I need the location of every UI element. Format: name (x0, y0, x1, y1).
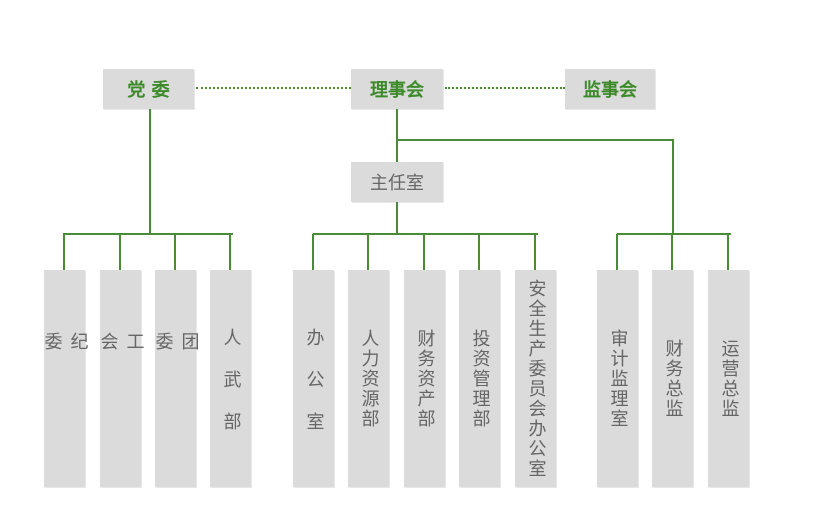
connector-line (478, 234, 480, 270)
oversight-unit-label: 财务总监 (662, 338, 684, 419)
connector-line (367, 234, 369, 270)
connector-line (119, 234, 121, 270)
party-unit-label: 团委 (152, 332, 200, 412)
dotted-connector (196, 87, 351, 89)
board-box: 理事会 (351, 69, 443, 109)
party-unit-box: 团委 (153, 270, 200, 487)
connector-line (312, 234, 314, 270)
oversight-unit-box: 审计监理室 (597, 270, 638, 487)
connector-line (423, 234, 425, 270)
oversight-unit-box: 运营总监 (708, 270, 749, 487)
party-committee-box: 党 委 (103, 69, 194, 109)
connector-line (63, 233, 233, 235)
office-unit-label: 人力资源部 (358, 328, 380, 429)
party-unit-label: 工会 (97, 332, 145, 412)
office-unit-label: 投资管理部 (469, 328, 491, 429)
connector-line (727, 234, 729, 270)
director-office-box: 主任室 (351, 162, 443, 202)
office-unit-label: 办公室 (303, 327, 325, 454)
connector-line (534, 234, 536, 270)
connector-line (616, 234, 618, 270)
supervisory-board-label: 监事会 (583, 80, 637, 101)
oversight-unit-label: 审计监理室 (607, 328, 629, 429)
party-committee-label: 党 委 (127, 80, 170, 101)
connector-line (396, 202, 398, 234)
connector-line (396, 109, 398, 162)
office-unit-box: 投资管理部 (459, 270, 500, 487)
connector-line (174, 234, 176, 270)
connector-line (396, 139, 674, 141)
office-unit-box: 财务资产部 (404, 270, 445, 487)
oversight-unit-label: 运营总监 (718, 338, 740, 419)
party-unit-label: 人武部 (220, 327, 242, 454)
office-unit-box: 人力资源部 (348, 270, 389, 487)
office-unit-box: 安全生产委员会办公室 (515, 270, 556, 487)
director-office-label: 主任室 (370, 173, 424, 194)
party-unit-label: 纪委 (41, 332, 89, 412)
party-unit-box: 纪委 (42, 270, 89, 487)
office-unit-label: 财务资产部 (414, 328, 436, 429)
party-unit-box: 人武部 (210, 270, 251, 487)
connector-line (672, 139, 674, 235)
connector-line (63, 234, 65, 270)
oversight-unit-box: 财务总监 (652, 270, 693, 487)
connector-line (617, 233, 731, 235)
supervisory-board-box: 监事会 (565, 69, 655, 109)
connector-line (671, 234, 673, 270)
office-unit-label: 安全生产委员会办公室 (525, 278, 547, 479)
board-label: 理事会 (370, 80, 424, 101)
connector-line (149, 109, 151, 235)
connector-line (313, 233, 538, 235)
office-unit-box: 办公室 (293, 270, 334, 487)
connector-line (229, 234, 231, 270)
dotted-connector (445, 87, 565, 89)
party-unit-box: 工会 (98, 270, 145, 487)
